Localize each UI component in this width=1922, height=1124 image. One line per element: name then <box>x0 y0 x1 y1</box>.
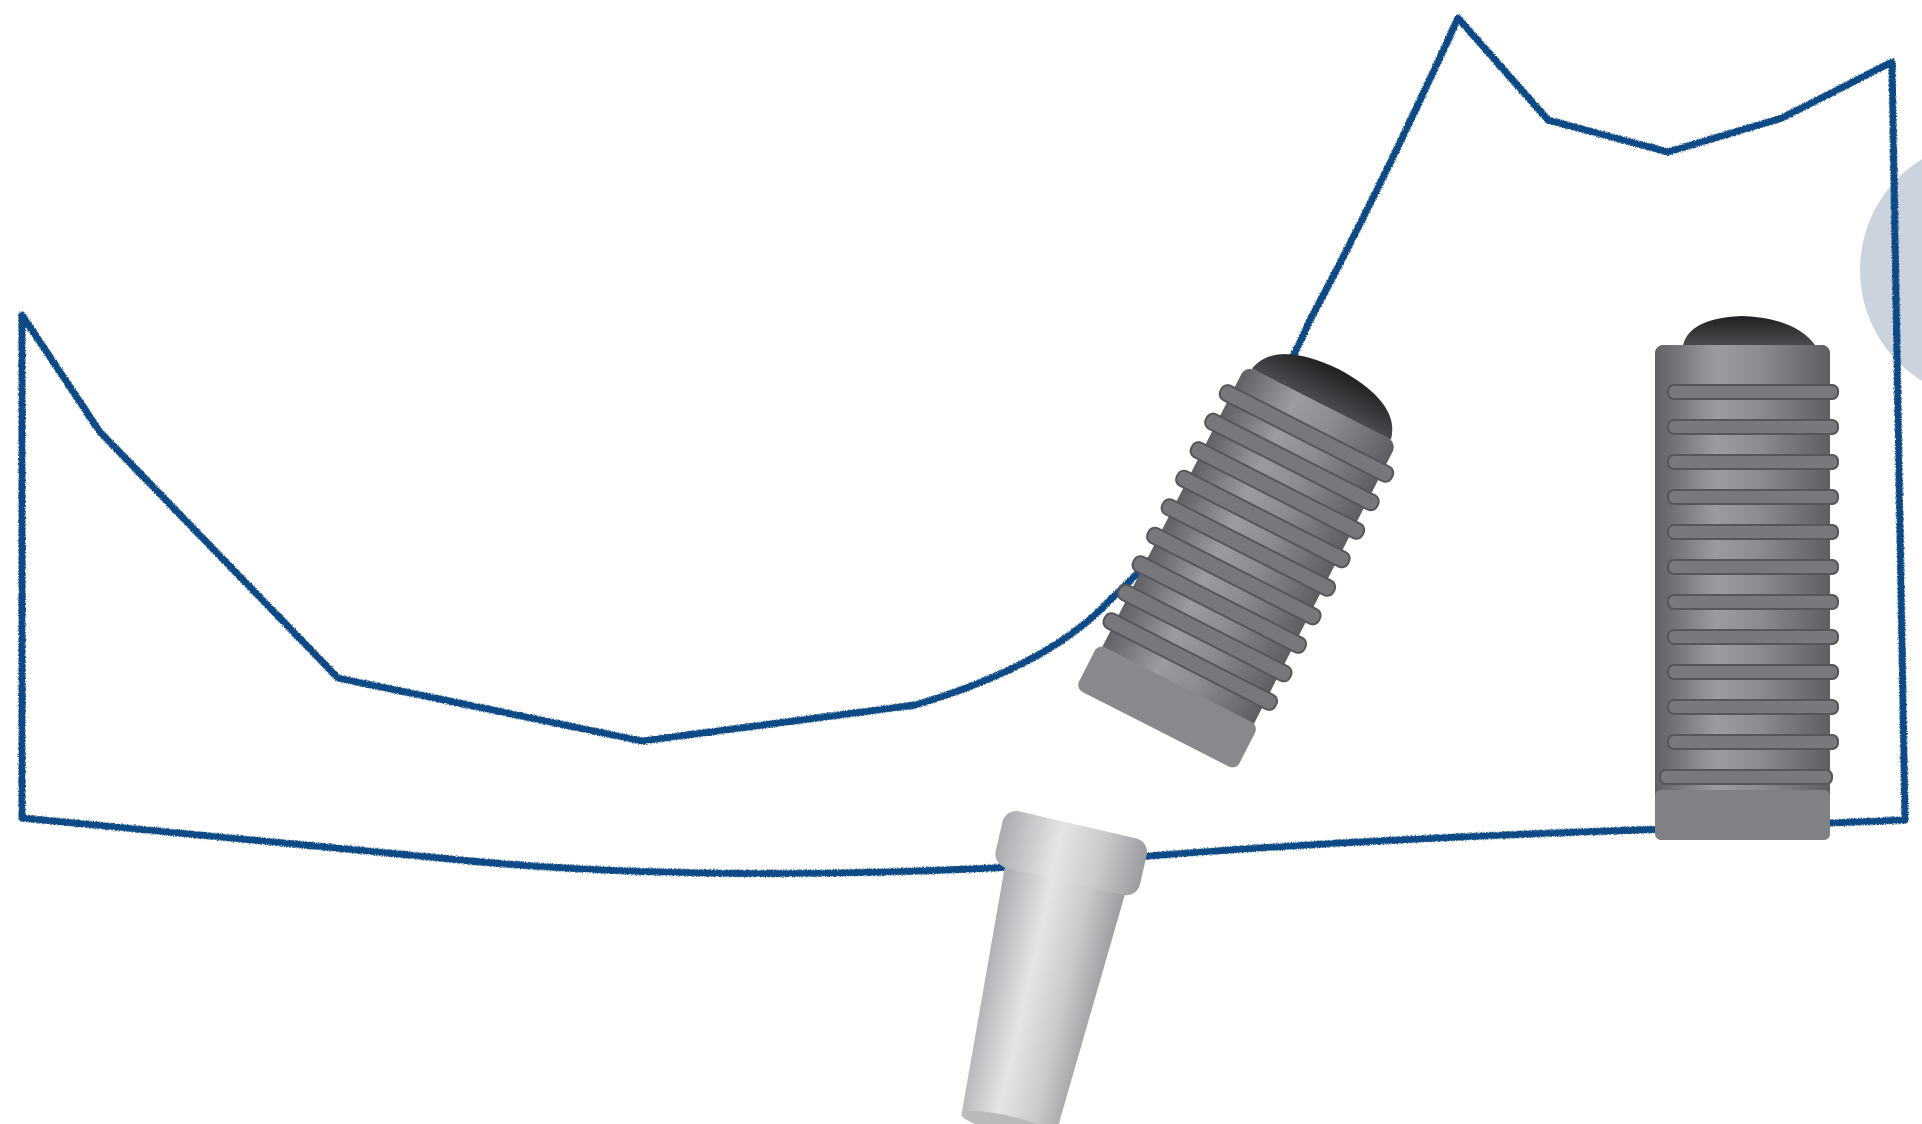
straight-implant-icon <box>1655 316 1838 840</box>
angled-implant-icon <box>934 326 1424 1124</box>
jaw-bone-outline-icon <box>22 18 1905 874</box>
